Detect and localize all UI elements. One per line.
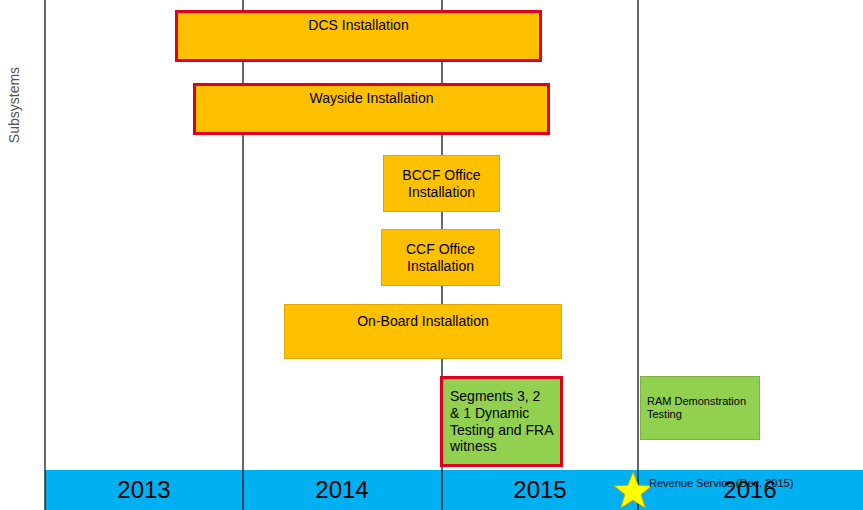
axis-title: Subsystems xyxy=(6,67,22,143)
install-bar: Wayside Installation xyxy=(193,83,550,135)
bar-label: Segments 3, 2 & 1 Dynamic Testing and FR… xyxy=(450,388,553,455)
year-label: 2014 xyxy=(315,476,368,504)
testing-bar: RAM Demonstration Testing xyxy=(640,376,760,440)
year-label: 2013 xyxy=(117,476,170,504)
axis-line xyxy=(44,0,45,510)
milestone-star xyxy=(614,472,652,508)
year-divider xyxy=(637,0,638,510)
year-divider xyxy=(242,0,243,510)
install-bar: BCCF Office Installation xyxy=(383,155,500,212)
bar-label: Wayside Installation xyxy=(202,90,541,107)
bar-label: On-Board Installation xyxy=(295,313,551,330)
year-band xyxy=(45,470,863,510)
bar-label: RAM Demonstration Testing xyxy=(647,395,753,421)
bar-label: CCF Office Installation xyxy=(387,241,494,275)
install-bar: CCF Office Installation xyxy=(381,229,500,286)
bar-label: BCCF Office Installation xyxy=(389,167,494,201)
install-bar: DCS Installation xyxy=(175,10,542,62)
testing-bar: Segments 3, 2 & 1 Dynamic Testing and FR… xyxy=(440,376,563,467)
year-label: 2015 xyxy=(513,476,566,504)
install-bar: On-Board Installation xyxy=(284,304,562,359)
bar-label: DCS Installation xyxy=(184,17,533,34)
milestone-label: Revenue Service (Dec. 2015) xyxy=(649,477,793,489)
